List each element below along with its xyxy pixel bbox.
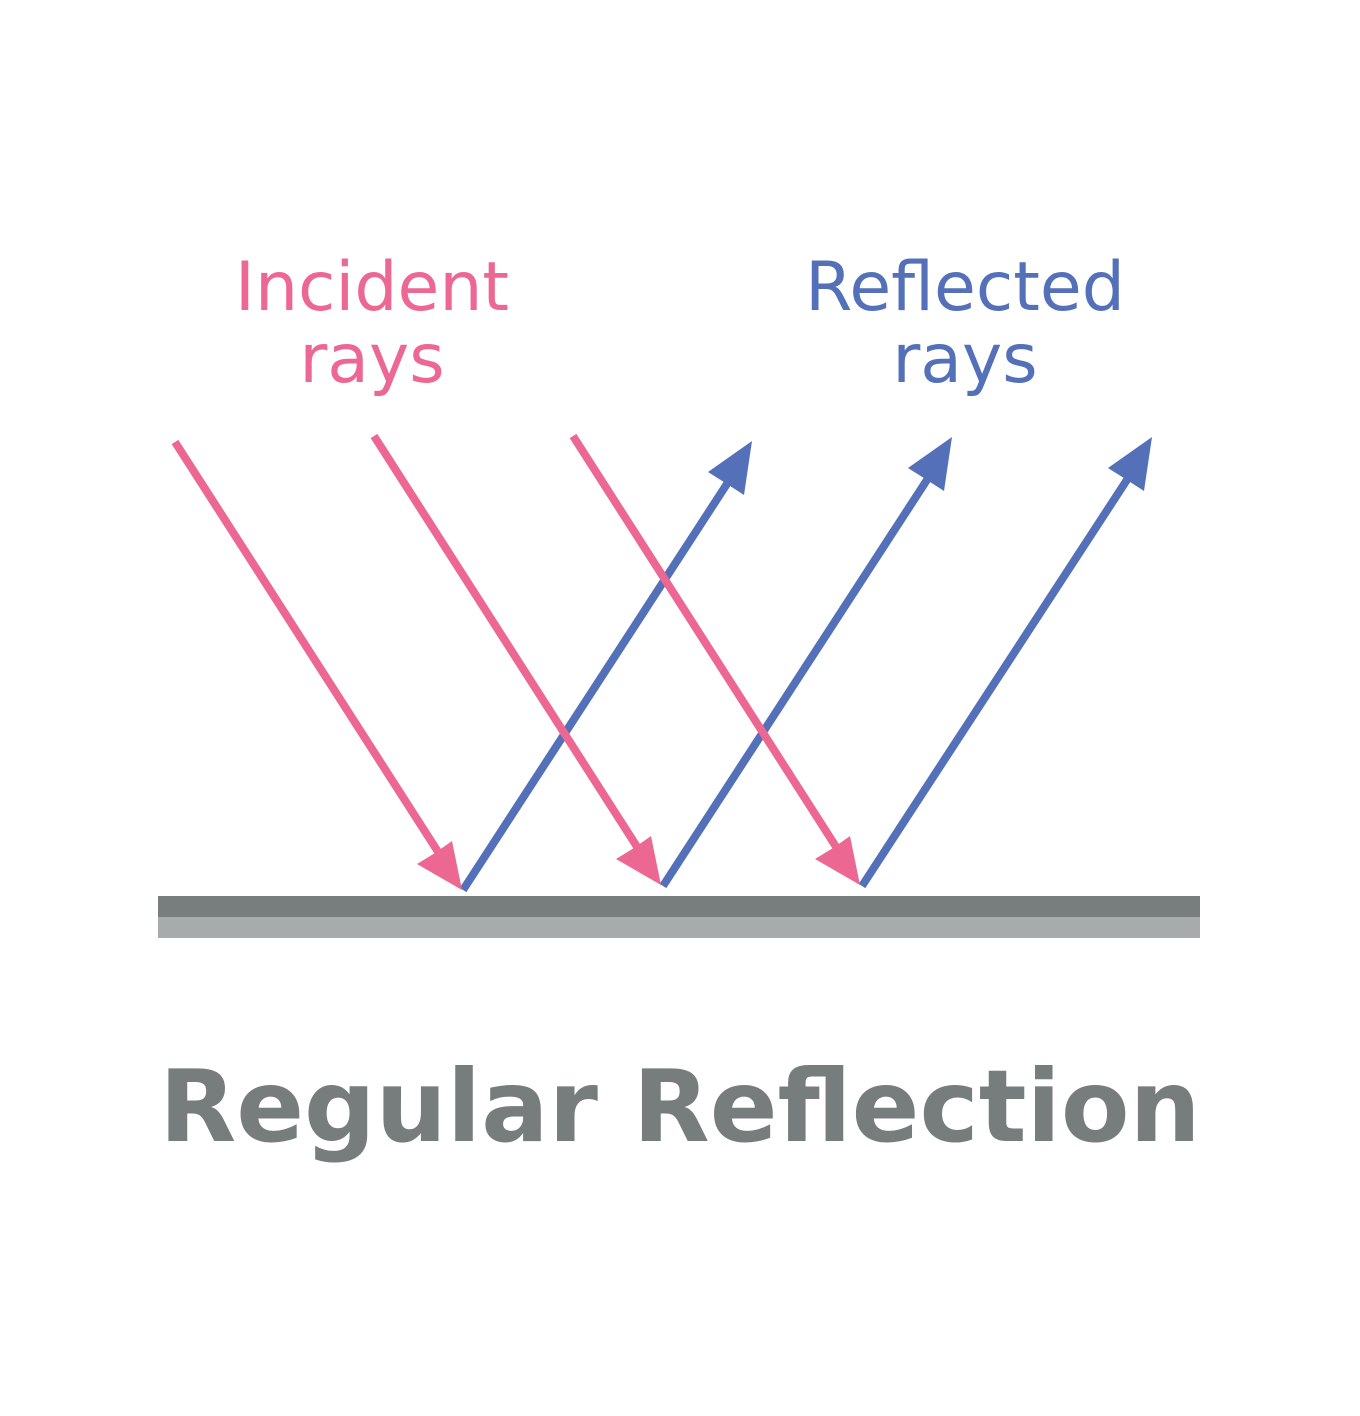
reflected-ray-1 bbox=[459, 441, 752, 893]
reflected-ray-2-arrowhead bbox=[908, 437, 952, 491]
incident-ray-1-arrowhead bbox=[417, 841, 462, 890]
incident-rays-label-line2: rays bbox=[299, 320, 444, 399]
reflected-rays-label-line1: Reflected bbox=[805, 248, 1125, 327]
incident-rays-label-line1: Incident bbox=[235, 248, 509, 327]
reflected-rays bbox=[459, 437, 1152, 893]
surface-top-layer bbox=[158, 896, 1200, 917]
reflected-rays-label-line2: rays bbox=[892, 320, 1037, 399]
diagram-title: Regular Reflection bbox=[159, 1048, 1201, 1165]
incident-rays bbox=[171, 433, 860, 890]
incident-ray-2 bbox=[370, 433, 661, 885]
incident-ray-1 bbox=[171, 439, 462, 890]
incident-ray-3-arrowhead bbox=[815, 836, 860, 885]
reflected-ray-3 bbox=[858, 437, 1152, 889]
reflected-ray-3-arrowhead bbox=[1108, 437, 1152, 491]
incident-ray-3 bbox=[569, 433, 860, 885]
incident-ray-2-arrowhead bbox=[616, 836, 661, 885]
reflected-ray-2 bbox=[659, 437, 952, 889]
surface-bottom-layer bbox=[158, 917, 1200, 938]
reflecting-surface bbox=[158, 896, 1200, 938]
reflected-ray-1-arrowhead bbox=[708, 441, 752, 495]
